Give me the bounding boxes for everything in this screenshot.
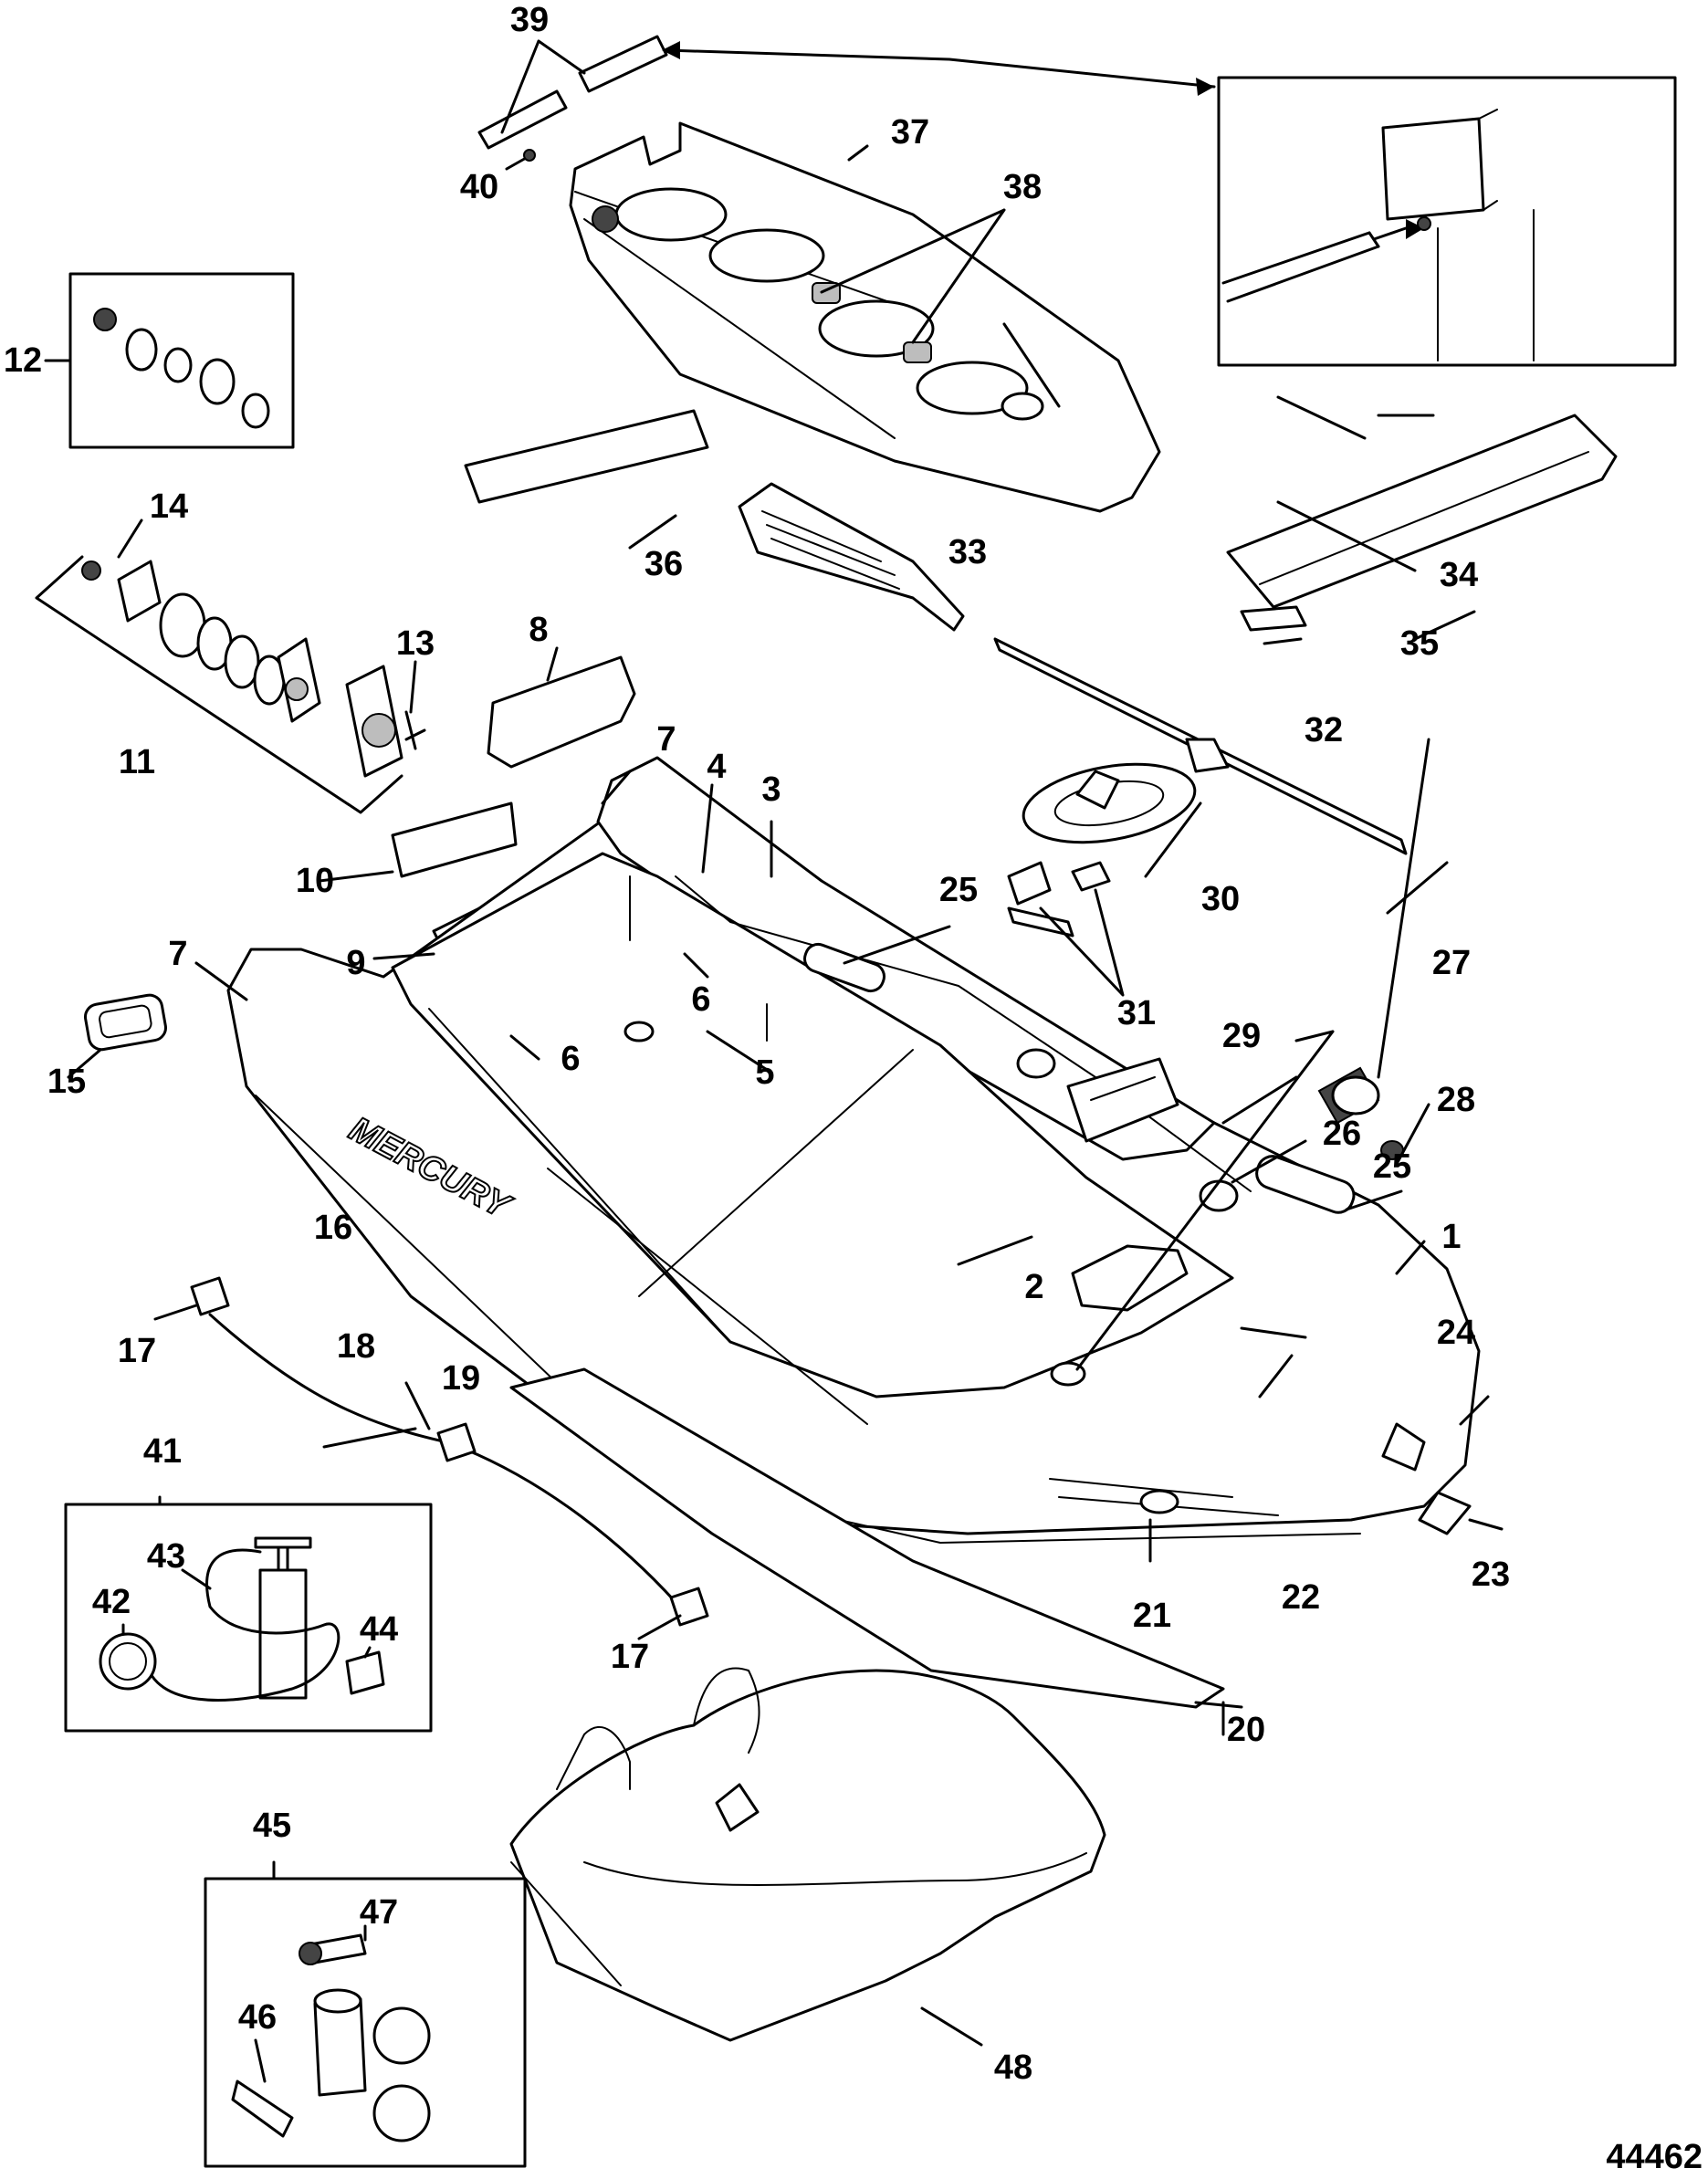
callout-labels: 1 2 3 4 5 6 6 7 7 8 9 10 11 12 13 14 15 … (4, 1, 1510, 2087)
callout-48: 48 (994, 2048, 1032, 2087)
floor-end-caps (477, 35, 668, 171)
callout-15: 15 (47, 1063, 86, 1101)
callout-25b: 25 (1373, 1147, 1411, 1186)
figure-number: 44462 (1606, 2138, 1703, 2176)
callout-46: 46 (238, 1998, 277, 2037)
callout-7a: 7 (656, 720, 676, 759)
callout-26: 26 (1323, 1115, 1361, 1153)
callout-20: 20 (1227, 1711, 1265, 1749)
callout-45: 45 (253, 1807, 291, 1845)
callout-9: 9 (346, 944, 365, 982)
callout-34: 34 (1440, 556, 1478, 594)
callout-21: 21 (1133, 1597, 1171, 1635)
callout-38: 38 (1003, 168, 1042, 206)
callout-13: 13 (396, 624, 435, 663)
carry-bag (509, 1667, 1106, 2042)
pump-kit-inset (64, 1503, 433, 1733)
callout-7b: 7 (168, 935, 187, 973)
seat-bench (1226, 414, 1618, 632)
detail-arrow-line (665, 48, 1216, 89)
callout-29: 29 (1222, 1017, 1261, 1055)
callout-36: 36 (644, 545, 683, 583)
callout-16: 16 (314, 1209, 352, 1247)
callout-17b: 17 (611, 1638, 649, 1676)
callout-41: 41 (143, 1432, 182, 1471)
oar (738, 482, 965, 632)
callout-19: 19 (442, 1359, 480, 1398)
o-ring-kit-inset (68, 272, 295, 449)
callout-5: 5 (755, 1053, 774, 1092)
detail-arrowheads (662, 41, 1214, 96)
handle-pad (487, 655, 636, 769)
rub-strake (509, 1367, 1225, 1709)
callout-6b: 6 (561, 1040, 580, 1078)
oarlock (1007, 762, 1197, 938)
callout-31: 31 (1117, 994, 1156, 1032)
callout-42: 42 (92, 1583, 131, 1621)
callout-24: 24 (1437, 1314, 1475, 1352)
inflatable-boat-hull: MERCURY (226, 756, 1481, 1544)
callout-37: 37 (891, 113, 929, 152)
transom-pad (391, 801, 518, 878)
callout-40: 40 (460, 168, 498, 206)
callout-44: 44 (360, 1610, 398, 1649)
callout-22: 22 (1282, 1578, 1320, 1617)
callout-30: 30 (1201, 880, 1240, 918)
callout-39: 39 (510, 1, 549, 39)
callout-18: 18 (337, 1327, 375, 1366)
callout-3: 3 (761, 770, 781, 809)
callout-1: 1 (1441, 1218, 1461, 1256)
callout-43: 43 (147, 1537, 185, 1576)
callout-2: 2 (1024, 1268, 1043, 1306)
callout-11: 11 (119, 743, 155, 781)
callout-10: 10 (296, 862, 334, 900)
callout-12: 12 (4, 341, 42, 380)
callout-25a: 25 (939, 871, 978, 909)
valve-caps (1317, 1066, 1404, 1160)
callout-6a: 6 (691, 980, 710, 1019)
callout-47: 47 (360, 1893, 398, 1932)
callout-33: 33 (948, 533, 987, 571)
valve-assembly (35, 555, 426, 814)
lifeline-rope (190, 1276, 709, 1627)
callout-27: 27 (1432, 944, 1471, 982)
leader-lines (44, 39, 1504, 2083)
callout-35: 35 (1400, 624, 1439, 663)
grab-handle (84, 993, 167, 1052)
floor-board-assembly (569, 121, 1161, 513)
callout-4: 4 (707, 748, 726, 786)
callout-28: 28 (1437, 1081, 1475, 1119)
floor-clip-icon (903, 341, 932, 363)
callout-17a: 17 (118, 1332, 156, 1370)
end-cap-detail-inset (1217, 76, 1677, 367)
oar-shaft (993, 637, 1408, 855)
floor-strip (464, 409, 709, 504)
callout-32: 32 (1305, 711, 1343, 749)
callout-8: 8 (529, 611, 548, 649)
callout-14: 14 (150, 487, 188, 526)
callout-23: 23 (1472, 1556, 1510, 1594)
